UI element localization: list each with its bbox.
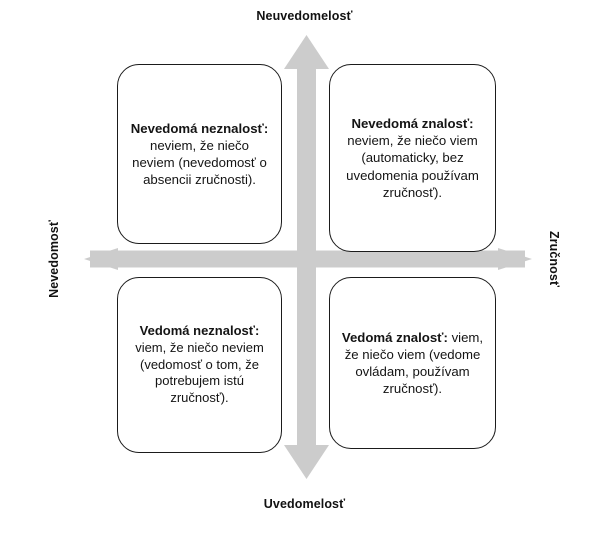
quadrant-conscious-competence[interactable]: Vedomá znalosť: viem, že niečo viem (ved…: [329, 277, 496, 449]
axis-label-top: Neuvedomelosť: [256, 9, 353, 23]
axis-label-bottom: Uvedomelosť: [263, 497, 346, 511]
arrow-down-icon: [284, 120, 329, 479]
quadrant-body: viem, že niečo neviem (vedomosť o tom, ž…: [135, 339, 264, 406]
quadrant-heading: Vedomá znalosť:: [341, 329, 448, 345]
quadrant-unconscious-competence[interactable]: Nevedomá znalosť: neviem, že niečo viem …: [329, 64, 496, 252]
quadrant-text: Vedomá znalosť: viem, že niečo viem (ved…: [340, 329, 485, 398]
quadrant-text: Nevedomá znalosť: neviem, že niečo viem …: [340, 115, 485, 201]
quadrant-body: neviem, že niečo viem (automaticky, bez …: [346, 133, 479, 200]
quadrant-heading: Nevedomá znalosť:: [351, 116, 474, 132]
quadrant-unconscious-incompetence[interactable]: Nevedomá neznalosť: neviem, že niečo nev…: [117, 64, 282, 244]
quadrant-body: neviem, že niečo neviem (nevedomosť o ab…: [132, 137, 267, 188]
quadrant-conscious-incompetence[interactable]: Vedomá neznalosť: viem, že niečo neviem …: [117, 277, 282, 453]
arrow-right-icon: [90, 248, 532, 270]
quadrant-text: Vedomá neznalosť: viem, že niečo neviem …: [128, 323, 271, 407]
quadrant-body: viem, že niečo viem (vedome ovládam, pou…: [344, 329, 484, 397]
quadrant-text: Nevedomá neznalosť: neviem, že niečo nev…: [128, 120, 271, 189]
quadrant-heading: Vedomá neznalosť:: [139, 322, 260, 338]
quadrant-heading: Nevedomá neznalosť:: [130, 120, 269, 136]
